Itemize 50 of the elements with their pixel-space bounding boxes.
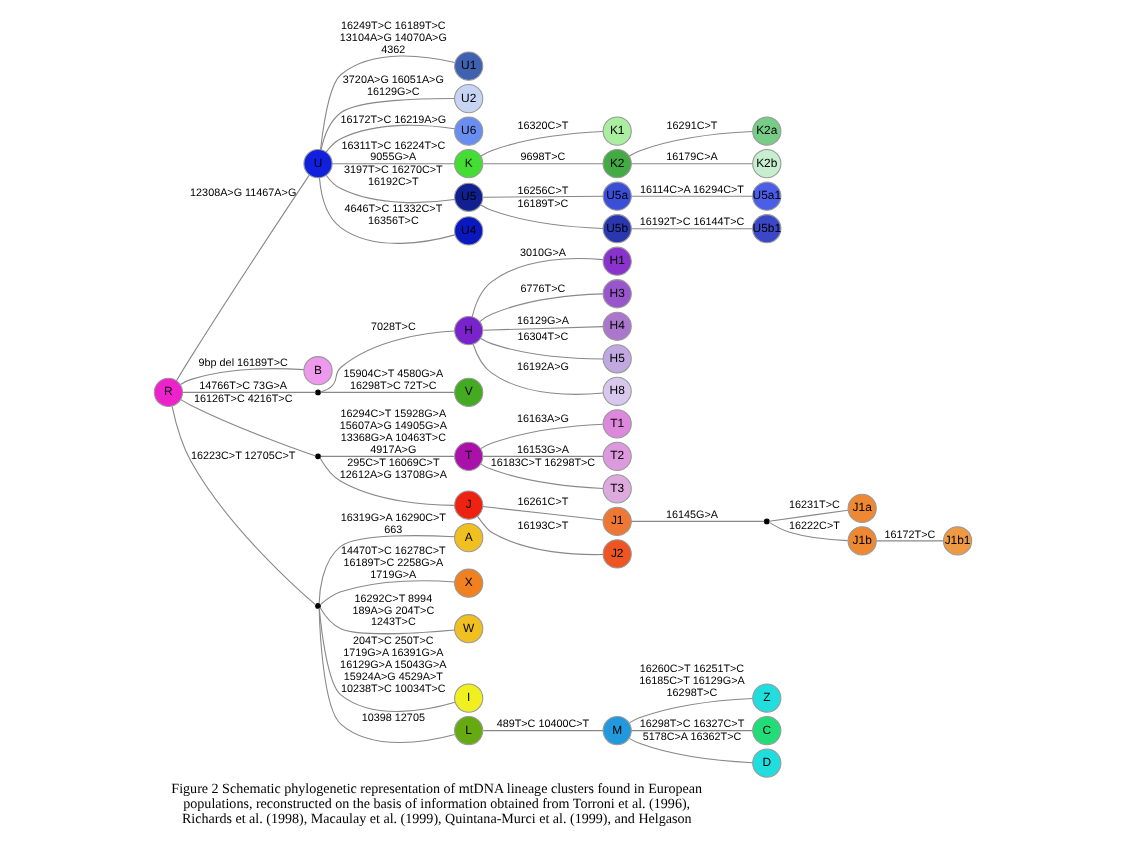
connector (319, 330, 455, 393)
connector (628, 737, 753, 764)
connector (471, 257, 604, 318)
connector (480, 337, 604, 360)
connector (179, 368, 305, 385)
node-point (763, 518, 770, 525)
connector (318, 177, 456, 244)
connector (182, 391, 317, 393)
connector (319, 607, 456, 635)
connector (876, 540, 944, 542)
connector (482, 326, 604, 331)
node-point (315, 453, 321, 460)
node-point (315, 603, 321, 609)
connector (630, 195, 753, 197)
node-point (315, 389, 321, 396)
connector (482, 163, 604, 165)
connector (480, 131, 604, 157)
connector (320, 97, 455, 151)
connector (630, 163, 753, 165)
connector (325, 124, 456, 153)
connector (171, 405, 317, 606)
connector (318, 607, 456, 744)
connector (320, 391, 456, 393)
connector (630, 228, 753, 230)
connector (472, 343, 604, 395)
connector (175, 174, 310, 382)
connector (480, 423, 604, 450)
connector (331, 163, 455, 165)
connector (480, 204, 604, 229)
connector (482, 455, 604, 457)
connector (768, 509, 849, 522)
connector (628, 697, 753, 724)
connector (476, 515, 604, 556)
connector (325, 174, 456, 204)
connector (628, 131, 753, 157)
connector (319, 457, 455, 506)
connector (479, 293, 604, 323)
connector (768, 521, 849, 542)
connector (482, 730, 604, 732)
connector (319, 580, 456, 606)
connector (482, 195, 604, 198)
connector (320, 455, 456, 457)
connector (318, 535, 456, 605)
connector (180, 399, 317, 457)
connector (320, 55, 456, 151)
connector (630, 520, 765, 522)
connector (630, 730, 753, 732)
connector (482, 506, 604, 521)
connector (318, 607, 456, 712)
connector (480, 463, 604, 489)
